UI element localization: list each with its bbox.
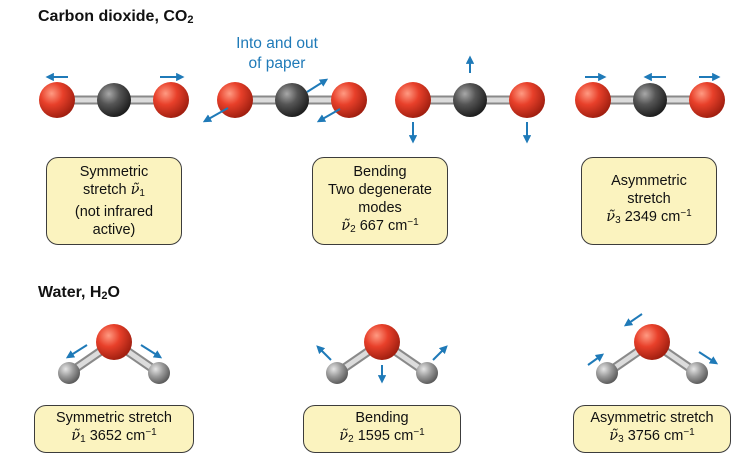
- arrow-down-left-icon: [202, 107, 229, 123]
- atoms: [39, 82, 725, 384]
- co2-bending-box: Bending Two degenerate modes ν̃2 667 cm−…: [312, 157, 448, 245]
- h2o-asymmetric-stretch-box: Asymmetric stretch ν̃3 3756 cm−1: [573, 405, 731, 453]
- co2-bend-oxygen-left: [395, 82, 431, 118]
- co2-symmetric-stretch-box: Symmetric stretch ν̃1 (not infrared acti…: [46, 157, 182, 245]
- arrow-up-left-icon: [623, 313, 643, 327]
- h2o-asym-hydrogen-right: [686, 362, 708, 384]
- co2-asym-oxygen-right: [689, 82, 725, 118]
- co2-bend-perp-carbon: [275, 83, 309, 117]
- co2-bend-perp-oxygen-right: [331, 82, 367, 118]
- h2o-heading: Water, H2O: [38, 284, 120, 302]
- h2o-asym-oxygen: [634, 324, 670, 360]
- h2o-sym-hydrogen-left: [58, 362, 80, 384]
- arrow-up-right-icon: [306, 78, 329, 93]
- arrow-up-right-icon: [432, 345, 448, 361]
- co2-sym-oxygen-right: [153, 82, 189, 118]
- h2o-bend-hydrogen-right: [416, 362, 438, 384]
- arrow-down-right-icon: [140, 344, 163, 359]
- arrow-up-left-icon: [316, 345, 332, 361]
- motion-arrows: [45, 55, 721, 384]
- co2-bend-carbon: [453, 83, 487, 117]
- into-out-of-paper-note: Into and out of paper: [236, 35, 318, 72]
- arrow-up-right-icon: [587, 353, 605, 366]
- co2-asymmetric-stretch-box: Asymmetric stretch ν̃3 2349 cm−1: [581, 157, 717, 245]
- arrow-down-right-icon: [698, 351, 719, 365]
- arrow-down-left-icon: [65, 344, 88, 359]
- h2o-bending-box: Bending ν̃2 1595 cm−1: [303, 405, 461, 453]
- co2-sym-carbon: [97, 83, 131, 117]
- co2-asym-oxygen-left: [575, 82, 611, 118]
- co2-heading: Carbon dioxide, CO2: [38, 8, 194, 26]
- h2o-bend-hydrogen-left: [326, 362, 348, 384]
- h2o-sym-hydrogen-right: [148, 362, 170, 384]
- co2-bend-oxygen-right: [509, 82, 545, 118]
- co2-bend-perp-oxygen-left: [217, 82, 253, 118]
- h2o-bend-oxygen: [364, 324, 400, 360]
- h2o-asym-hydrogen-left: [596, 362, 618, 384]
- co2-sym-oxygen-left: [39, 82, 75, 118]
- h2o-sym-oxygen: [96, 324, 132, 360]
- h2o-symmetric-stretch-box: Symmetric stretch ν̃1 3652 cm−1: [34, 405, 194, 453]
- co2-asym-carbon: [633, 83, 667, 117]
- arrow-down-left-icon: [316, 108, 341, 123]
